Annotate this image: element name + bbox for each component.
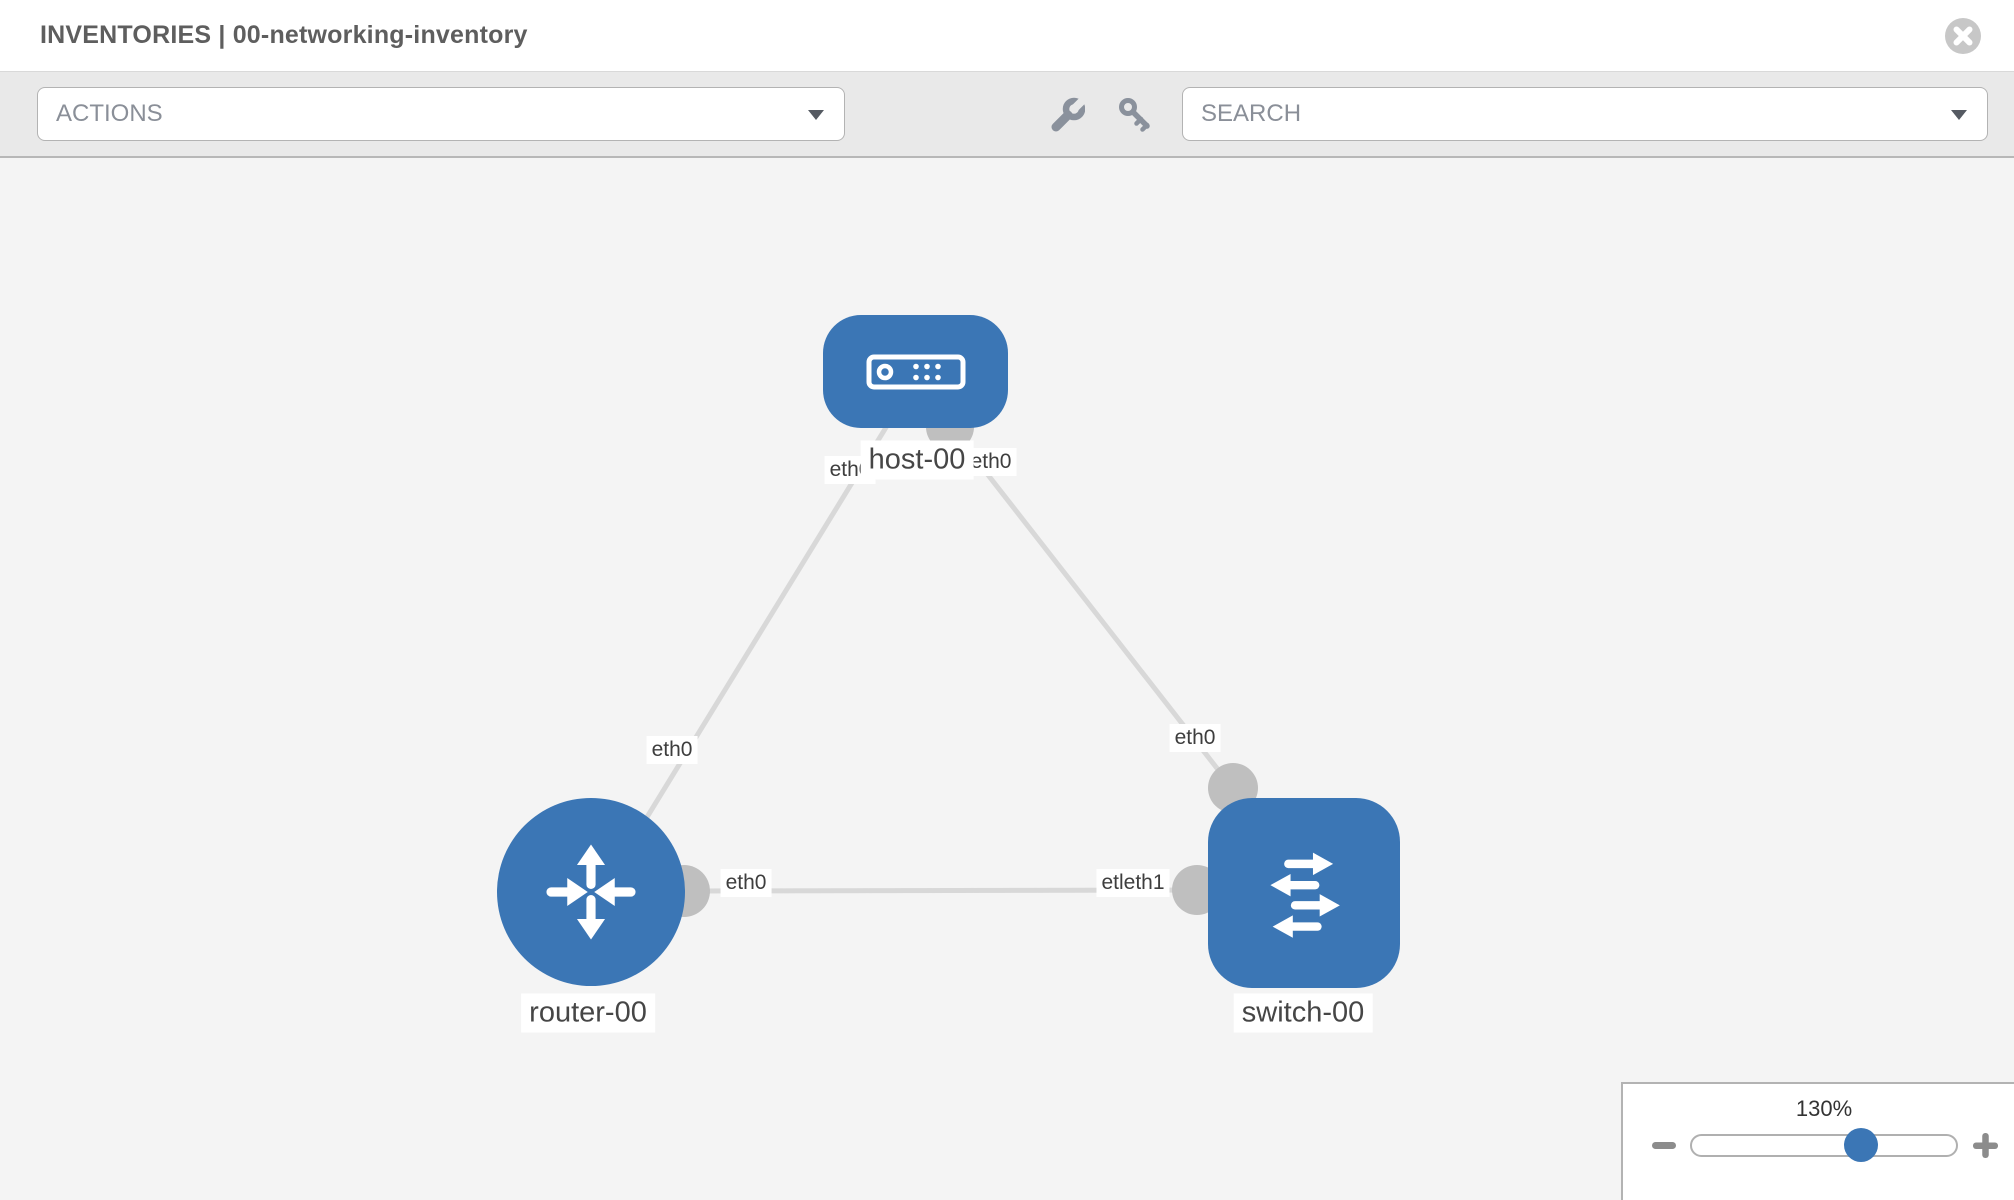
page-header: INVENTORIES | 00-networking-inventory	[0, 0, 2014, 72]
zoom-slider-track[interactable]	[1690, 1128, 1958, 1162]
topology-canvas[interactable]: eth0 eth0 eth0 eth0 eth0 etleth1 host-00…	[0, 158, 2014, 1200]
toolbar: ACTIONS	[0, 72, 2014, 158]
chevron-down-icon	[1951, 110, 1967, 120]
node-label-switch-00: switch-00	[1233, 993, 1373, 1033]
interface-label: etleth1	[1096, 869, 1170, 897]
interface-label: eth0	[720, 869, 772, 897]
zoom-in-button[interactable]	[1973, 1133, 1998, 1158]
node-router-00[interactable]	[497, 798, 685, 986]
switch-icon	[1270, 852, 1340, 938]
topology-graph	[622, 403, 1258, 917]
key-button[interactable]	[1117, 96, 1153, 132]
node-label-router-00: router-00	[521, 993, 655, 1033]
wrench-icon	[1051, 95, 1088, 132]
node-switch-00[interactable]	[1208, 798, 1400, 988]
plus-icon	[1973, 1133, 1998, 1158]
router-icon	[546, 844, 636, 940]
configure-links-button[interactable]	[1049, 95, 1088, 132]
interface-label: eth0	[646, 736, 698, 764]
key-icon	[1119, 98, 1150, 132]
actions-dropdown[interactable]: ACTIONS	[37, 87, 845, 141]
host-icon	[866, 354, 965, 389]
zoom-level: 130%	[1795, 1096, 1853, 1121]
page-title: INVENTORIES | 00-networking-inventory	[40, 21, 528, 49]
search-box[interactable]	[1182, 87, 1988, 141]
interface-label: eth0	[1169, 724, 1221, 752]
node-label-host-00: host-00	[860, 440, 974, 480]
zoom-slider-handle[interactable]	[1844, 1128, 1878, 1162]
interface-label: eth0	[965, 448, 1017, 476]
actions-dropdown-label: ACTIONS	[56, 100, 163, 127]
close-button[interactable]	[1944, 17, 1982, 55]
close-icon	[1945, 18, 1981, 54]
zoom-panel: 130%	[1621, 1082, 2014, 1200]
chevron-down-icon	[808, 110, 824, 120]
edge-host-router	[622, 414, 896, 855]
zoom-out-button[interactable]	[1652, 1142, 1676, 1149]
search-input[interactable]	[1183, 100, 1923, 128]
node-host-00[interactable]	[823, 315, 1008, 428]
